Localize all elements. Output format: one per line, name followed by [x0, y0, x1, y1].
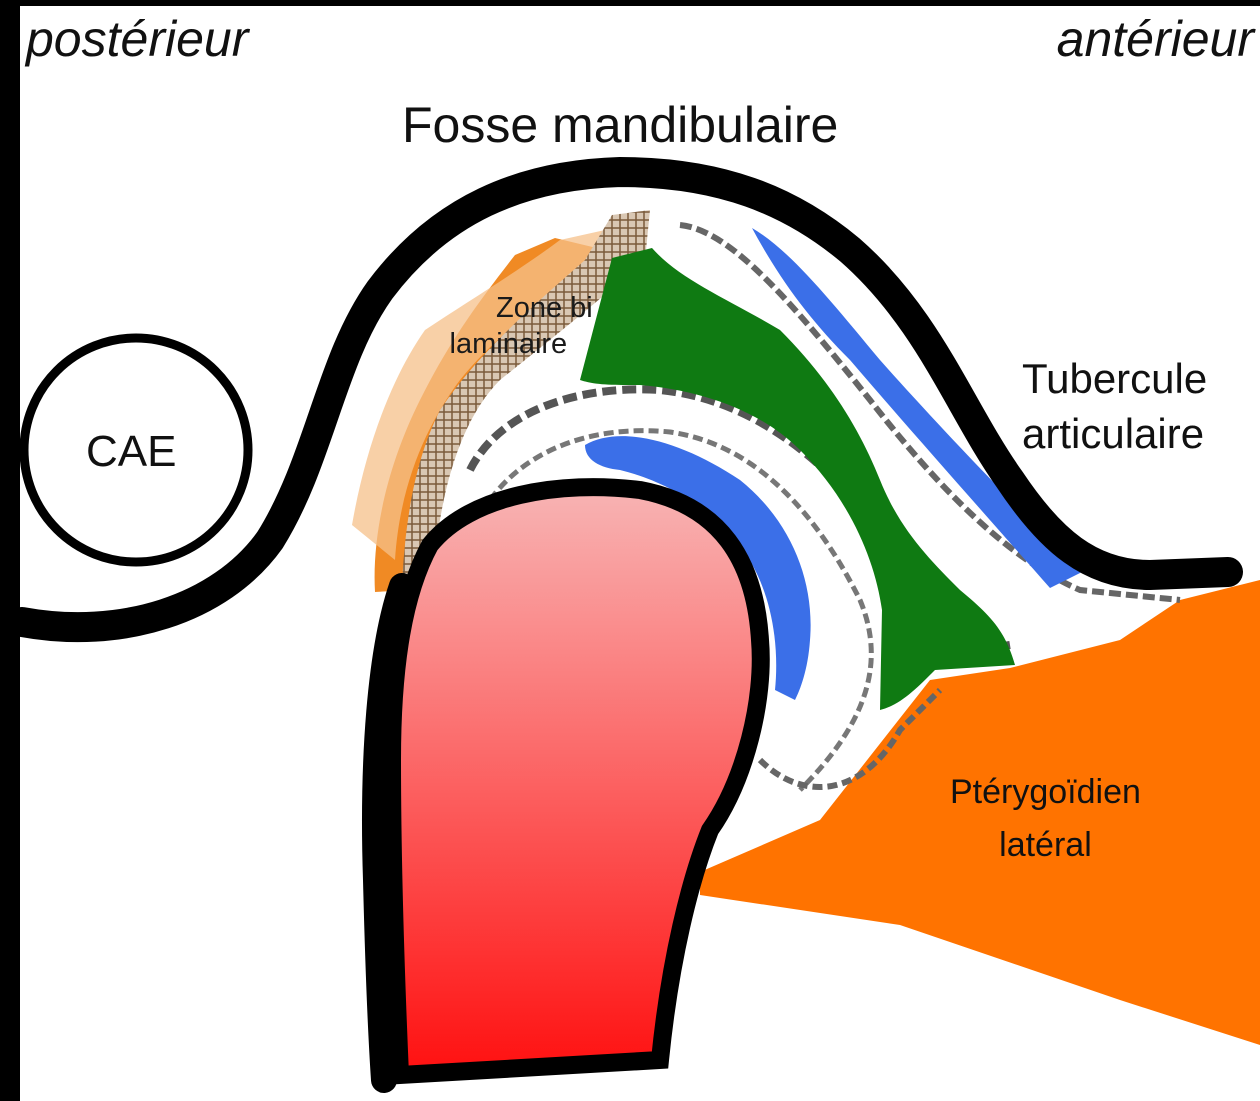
bilaminar-zone-label-line2: laminaire [424, 326, 593, 362]
tubercule-label-line1: Tubercule [1022, 352, 1207, 407]
cae-label: CAE [86, 428, 176, 476]
bilaminar-zone-label: Zone bi laminaire [424, 290, 593, 363]
pterygoid-label-line1: Ptérygoïdien [950, 766, 1141, 819]
pterygoid-label: Ptérygoïdien latéral [950, 766, 1141, 871]
posterior-label: postérieur [26, 12, 248, 67]
tubercule-label: Tubercule articulaire [1022, 352, 1207, 461]
fosse-label: Fosse mandibulaire [402, 98, 838, 153]
mandibular-condyle [392, 487, 761, 1075]
anterior-label: antérieur [1057, 12, 1254, 67]
bilaminar-zone-label-line1: Zone bi [424, 290, 593, 326]
pterygoid-label-line2: latéral [950, 819, 1141, 872]
tubercule-label-line2: articulaire [1022, 407, 1207, 462]
